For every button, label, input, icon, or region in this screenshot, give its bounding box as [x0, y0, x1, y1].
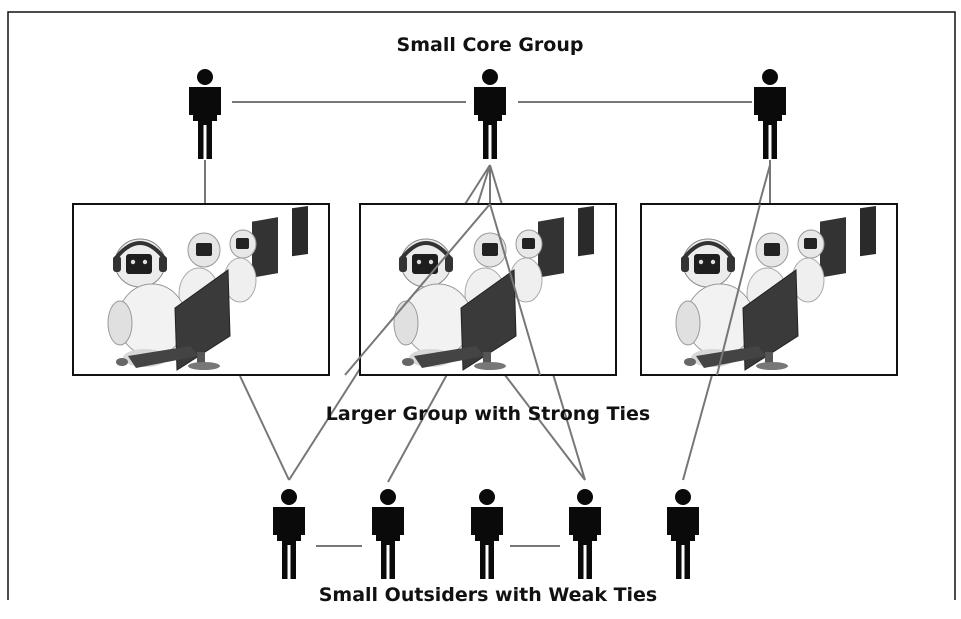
- overlay-link-3: [716, 203, 761, 376]
- panel-left-to-outsider-1: [239, 375, 290, 481]
- panel-center-to-outsider-2: [387, 357, 457, 483]
- robot-panel-right: [640, 203, 898, 376]
- core-person-center: [474, 69, 506, 159]
- outer-frame: [7, 11, 956, 600]
- core-person-right: [754, 69, 786, 159]
- robot-panel-left: [72, 203, 330, 376]
- core-person-left: [189, 69, 221, 159]
- panel-center-to-outsider-4: [491, 357, 586, 481]
- overlay-link-2: [489, 203, 541, 376]
- outsider-1: [273, 489, 305, 579]
- outsiders-label: Small Outsiders with Weak Ties: [318, 584, 658, 606]
- core-group-label: Small Core Group: [396, 34, 584, 56]
- overlay-link-1: [344, 203, 491, 376]
- outsider-3: [471, 489, 503, 579]
- outsider-4: [569, 489, 601, 579]
- robot-panel-center: [359, 203, 617, 376]
- outsider-2: [372, 489, 404, 579]
- outsider-5: [667, 489, 699, 579]
- strong-ties-group-label: Larger Group with Strong Ties: [325, 403, 651, 425]
